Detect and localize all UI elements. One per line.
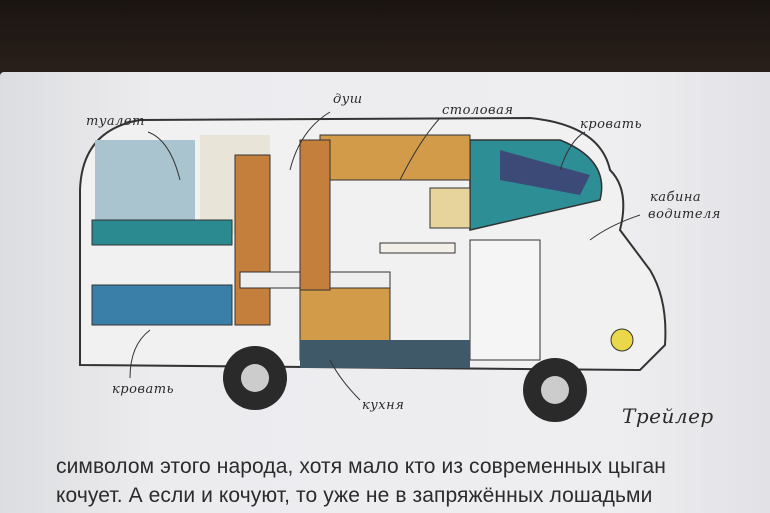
label-bed-bottom: кровать — [112, 382, 175, 397]
caption-trailer: Трейлер — [622, 404, 714, 428]
label-cabin-line2: водителя — [648, 207, 721, 222]
bunk-bed-bottom — [91, 284, 233, 326]
leader-lines — [129, 111, 641, 401]
front-wheel-group — [523, 358, 587, 422]
dark-background — [0, 0, 770, 76]
wardrobe — [234, 154, 271, 326]
label-cabin-line1: кабина — [650, 190, 702, 205]
label-dining: столовая — [442, 103, 514, 118]
floor — [300, 340, 470, 368]
headlight — [610, 328, 634, 352]
label-shower: душ — [333, 92, 363, 107]
cab-door — [469, 239, 541, 361]
dining-wall — [299, 139, 331, 291]
rear-wheel-group — [223, 346, 287, 410]
upper-cabinets — [319, 134, 471, 181]
label-kitchen: кухня — [362, 398, 405, 413]
label-toilet: туалет — [86, 114, 145, 129]
body-text-line-2: кочует. А если и кочуют, то уже не в зап… — [56, 484, 653, 507]
dining-table — [379, 242, 456, 254]
label-bed-top: кровать — [580, 117, 643, 132]
body-text-line-1: символом этого народа, хотя мало кто из … — [56, 455, 666, 478]
window — [429, 187, 471, 229]
bunk-bed-top — [91, 219, 233, 246]
